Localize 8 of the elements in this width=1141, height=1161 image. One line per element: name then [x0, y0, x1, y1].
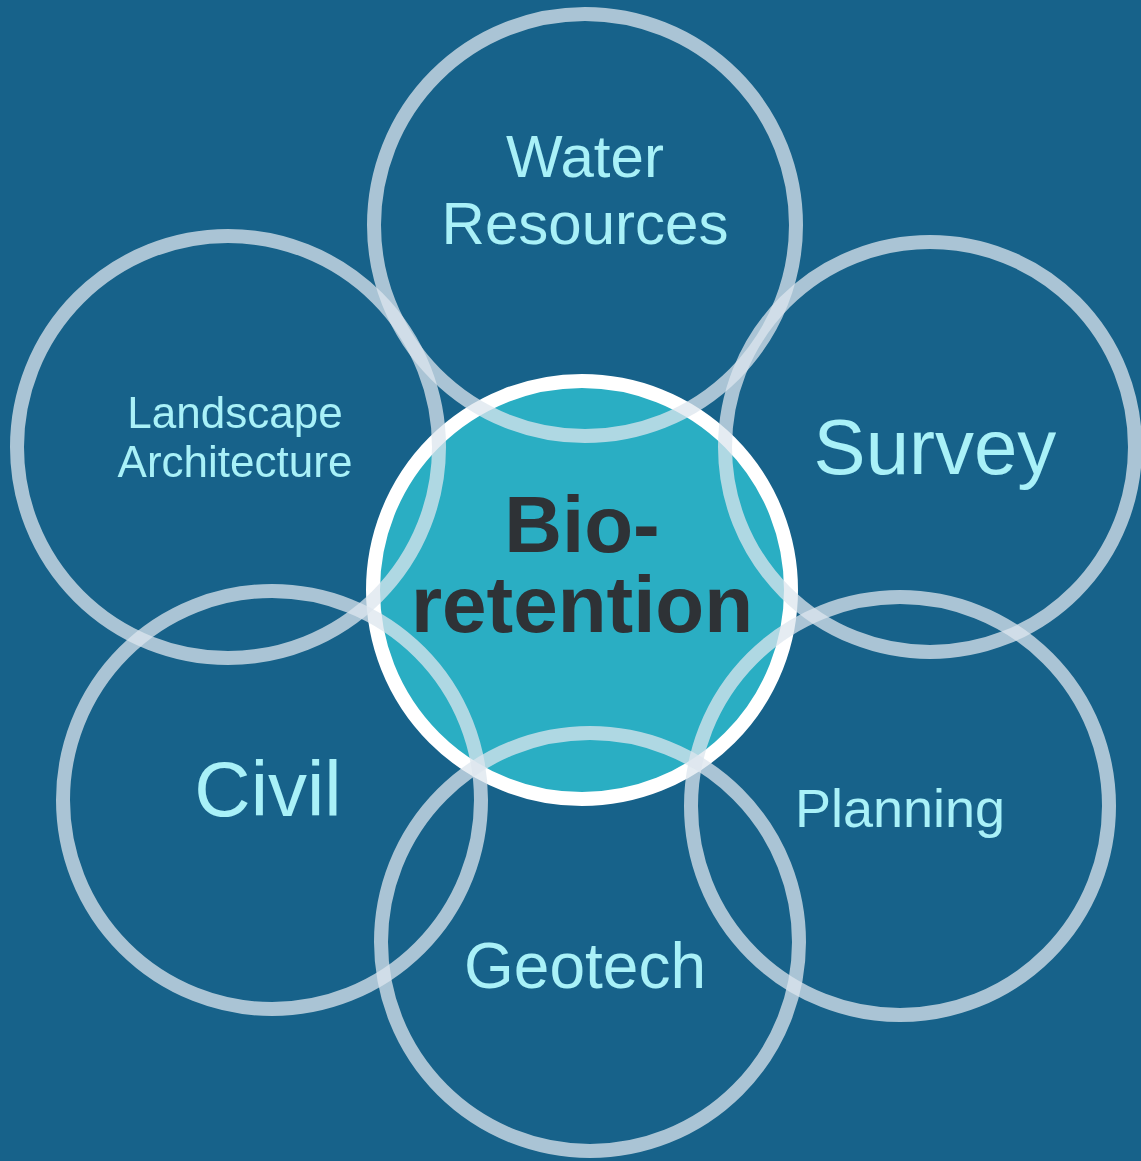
circle-label: Landscape Architecture: [116, 387, 354, 487]
circle-label: Civil: [193, 746, 343, 834]
circle-label: Planning: [793, 777, 1007, 839]
circle-label: Geotech: [463, 931, 707, 1003]
circle-label: Bio- retention: [409, 485, 755, 645]
discipline-circle: [367, 7, 803, 443]
circle-label: Survey: [812, 404, 1058, 492]
circle-label: Water Resources: [440, 122, 730, 258]
